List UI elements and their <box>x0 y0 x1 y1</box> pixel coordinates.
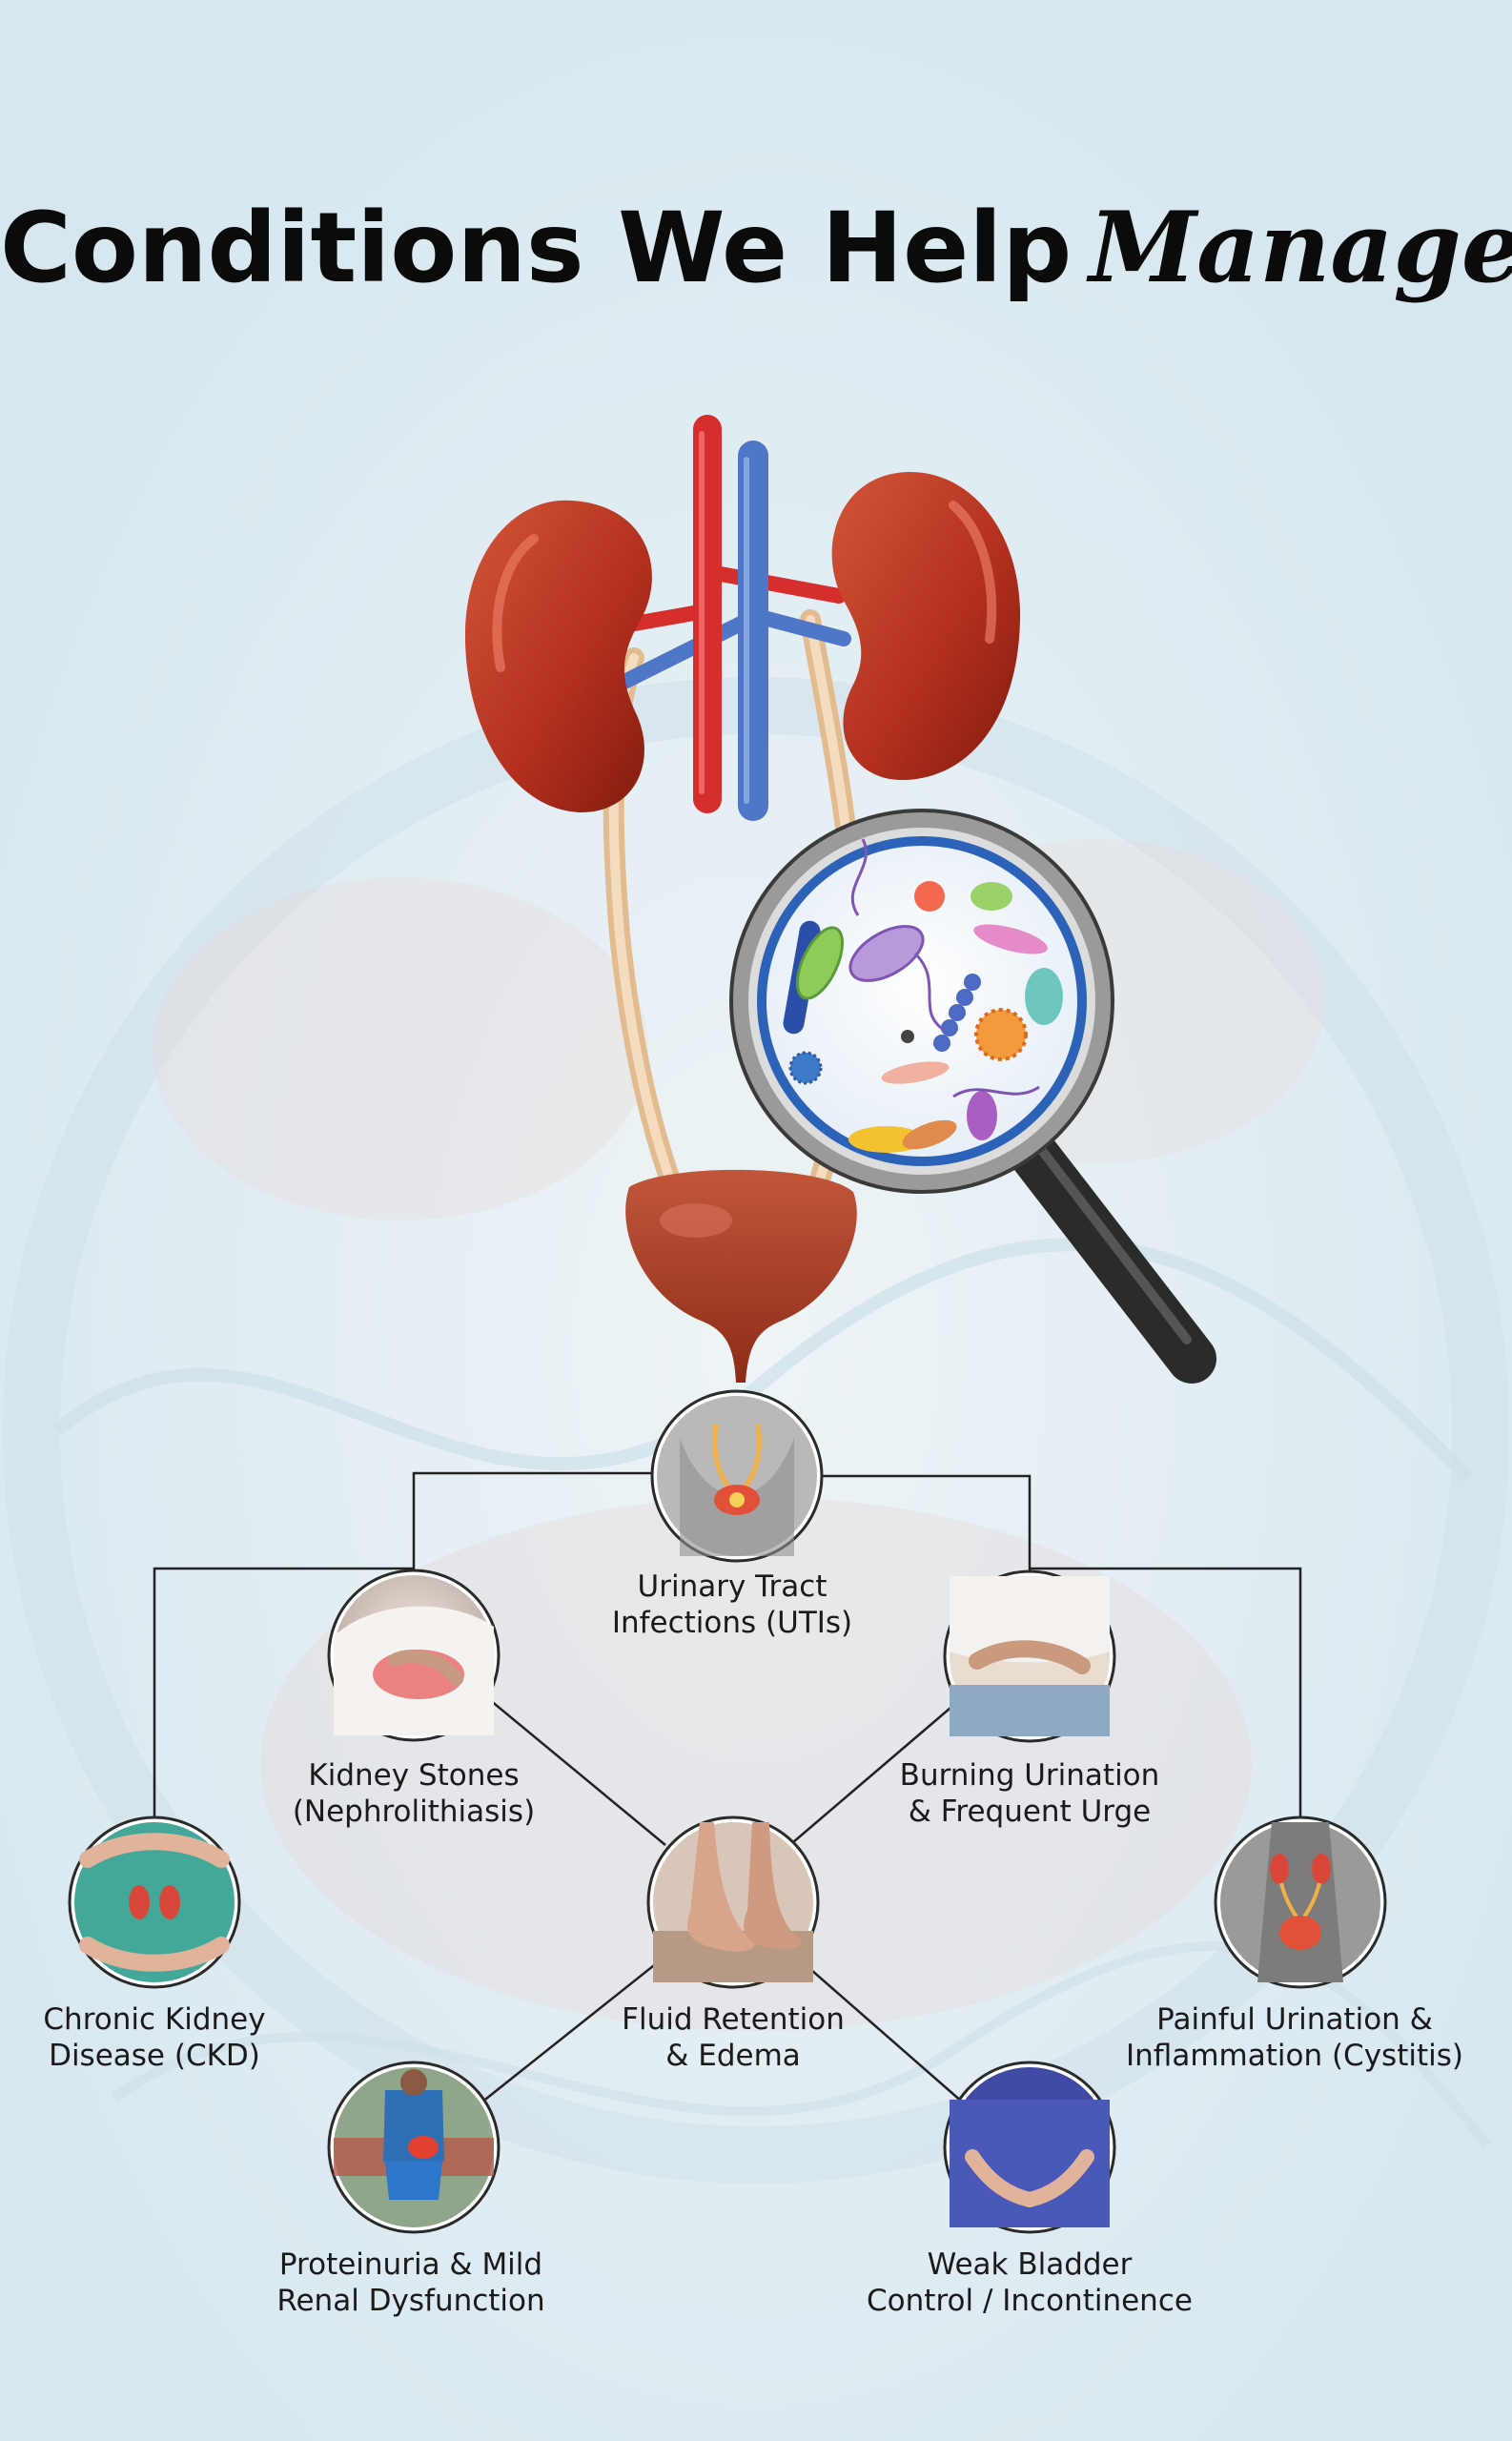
bladder-shine <box>660 1203 732 1238</box>
label-uti: Urinary Tract Infections (UTIs) <box>551 1569 913 1641</box>
magnifier-lens <box>757 836 1087 1166</box>
label-uti-line1: Urinary Tract <box>637 1569 828 1604</box>
left-kidney-shine <box>492 534 539 672</box>
node-incontinence <box>943 2061 1116 2234</box>
bacterium-pink <box>973 924 1048 954</box>
label-edema-line1: Fluid Retention <box>622 2002 845 2037</box>
label-incontinence-line2: Control / Incontinence <box>867 2284 1193 2318</box>
bacterium-violet <box>967 1091 997 1140</box>
bacterium-teal <box>1025 968 1063 1025</box>
title-main: Conditions We Help <box>0 192 1073 305</box>
label-stones: Kidney Stones (Nephrolithiasis) <box>233 1757 595 1830</box>
pelvis-urinary-tract-icon <box>712 1423 762 1515</box>
bacterium-red <box>914 881 945 912</box>
label-proteinuria-line1: Proteinuria & Mild <box>278 2247 543 2282</box>
bladder <box>625 1169 857 1383</box>
left-renal-vein <box>617 612 756 689</box>
label-cystitis: Painful Urination & Inflammation (Cystit… <box>1114 2001 1476 2074</box>
node-proteinuria <box>327 2061 501 2234</box>
bacterium-purple <box>848 925 925 982</box>
right-kidney-shine <box>949 501 997 644</box>
right-renal-artery <box>703 564 847 604</box>
connector-uti-burning <box>822 1474 1032 1573</box>
connector-burning-cystitis <box>1030 1567 1302 1816</box>
title-accent: Manage <box>1089 191 1512 305</box>
lower-back-pain-icon <box>334 1606 494 1735</box>
node-cystitis <box>1214 1815 1387 1989</box>
label-edema-line2: & Edema <box>665 2039 801 2073</box>
abdomen-pain-icon <box>950 1576 1110 1736</box>
bacterium-orange-rod <box>902 1119 957 1150</box>
label-burning-line2: & Frequent Urge <box>908 1795 1152 1829</box>
node-burning <box>943 1569 1116 1743</box>
connector-stones-ckd <box>153 1567 414 1816</box>
label-stones-line1: Kidney Stones <box>308 1758 520 1793</box>
connector-uti-stones <box>412 1471 652 1571</box>
virus-orange <box>974 1008 1028 1061</box>
label-burning-line1: Burning Urination <box>899 1758 1160 1793</box>
label-cystitis-line1: Painful Urination & <box>1156 2002 1433 2037</box>
label-incontinence: Weak Bladder Control / Incontinence <box>848 2246 1211 2319</box>
hands-holding-kidneys-icon <box>79 1833 230 1972</box>
label-ckd-line2: Disease (CKD) <box>49 2039 260 2073</box>
runner-back-pain-icon <box>334 2069 494 2200</box>
bacterium-green <box>796 926 844 1000</box>
label-proteinuria: Proteinuria & Mild Renal Dysfunction <box>230 2246 592 2319</box>
bladder-inflammation-icon <box>1257 1822 1343 1982</box>
connector-lines <box>153 1471 1302 2103</box>
virus-blue <box>788 1051 823 1085</box>
swollen-feet-icon <box>653 1822 813 1982</box>
bacterium-green-2 <box>971 882 1012 911</box>
left-kidney <box>464 500 652 812</box>
magnifying-glass-bacteria-icon <box>729 809 1216 1384</box>
label-ckd: Chronic Kidney Disease (CKD) <box>0 2001 336 2074</box>
bacterium-peach <box>881 1061 950 1084</box>
magnifier-handle-shine <box>1032 1139 1192 1344</box>
connector-edema-incontinence <box>795 1956 964 2103</box>
label-incontinence-line1: Weak Bladder <box>927 2247 1133 2282</box>
node-ckd <box>68 1815 241 1989</box>
label-burning: Burning Urination & Frequent Urge <box>848 1757 1211 1830</box>
bacterium-dark-dot <box>901 1030 914 1043</box>
label-proteinuria-line2: Renal Dysfunction <box>276 2284 545 2318</box>
bacteria-cluster <box>783 838 1063 1153</box>
node-edema <box>646 1815 820 1989</box>
connector-burning-edema <box>792 1696 964 1843</box>
label-stones-line2: (Nephrolithiasis) <box>292 1795 536 1829</box>
right-kidney <box>831 472 1021 781</box>
label-edema: Fluid Retention & Edema <box>552 2001 914 2074</box>
label-cystitis-line2: Inflammation (Cystitis) <box>1126 2039 1463 2073</box>
connector-stones-edema <box>483 1694 666 1846</box>
node-uti <box>650 1389 824 1563</box>
magnifier-handle <box>1005 1124 1216 1384</box>
node-stones <box>327 1569 501 1742</box>
hands-on-pelvis-icon <box>950 2100 1110 2227</box>
flagella <box>850 838 1040 1098</box>
chain-cocci <box>933 974 981 1052</box>
label-ckd-line1: Chronic Kidney <box>43 2002 266 2037</box>
connector-edema-proteinuria <box>480 1954 668 2103</box>
label-uti-line2: Infections (UTIs) <box>611 1606 853 1640</box>
